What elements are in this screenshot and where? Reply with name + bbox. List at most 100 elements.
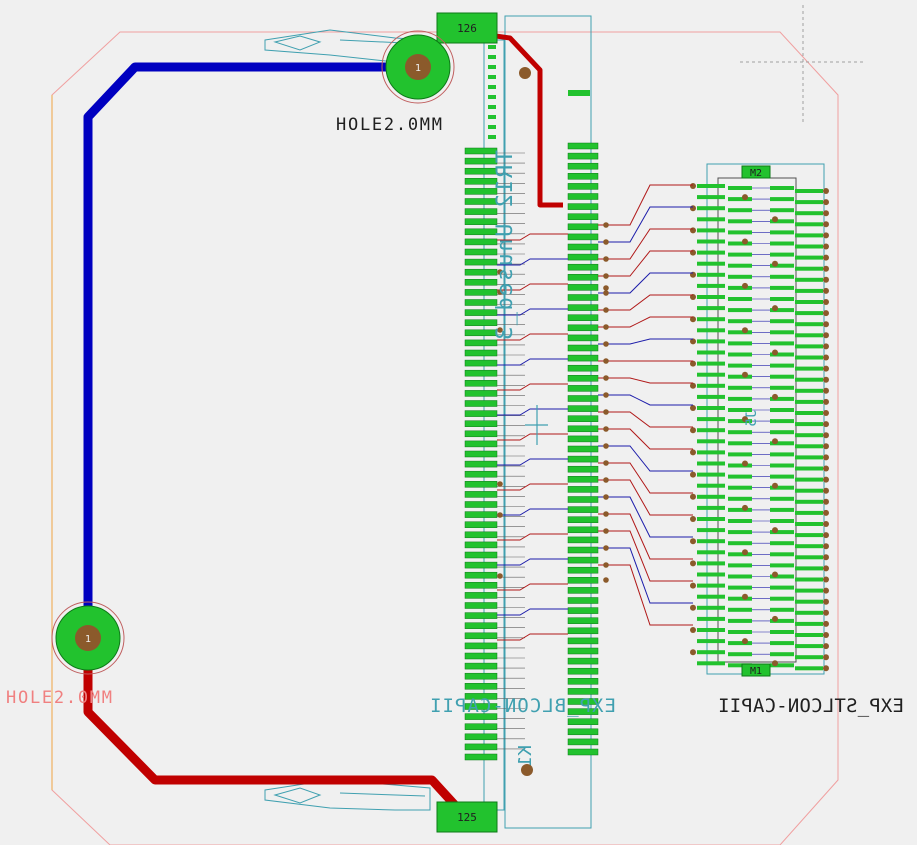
right-pad (795, 477, 823, 482)
right-pad-inner (770, 463, 794, 468)
via (823, 188, 829, 194)
left-pad (464, 450, 498, 458)
left-pad (464, 248, 498, 256)
right-pad-inner (770, 630, 794, 634)
right-pad-inner (728, 252, 752, 257)
via (823, 587, 829, 594)
left-pad (464, 339, 498, 347)
left-pad (464, 571, 498, 579)
internal-trace (497, 533, 568, 541)
via (603, 375, 609, 381)
right-pad (795, 599, 823, 604)
via (690, 582, 696, 589)
via (823, 410, 829, 416)
mounting-hole-top[interactable]: 1 (381, 30, 455, 104)
left-pad (567, 445, 599, 453)
via (823, 487, 829, 494)
via (603, 239, 609, 245)
via (772, 615, 778, 622)
pad-126-label: 126 (457, 22, 477, 35)
left-small-pad (488, 125, 496, 129)
right-pad-inner (770, 241, 794, 246)
right-pad-inner (728, 485, 752, 490)
via (742, 460, 748, 467)
via (823, 609, 829, 616)
right-pad-inner (728, 308, 752, 313)
left-pad (464, 642, 498, 650)
via (823, 665, 829, 672)
left-pad (567, 688, 599, 695)
via (823, 254, 829, 261)
right-pad-inner (770, 230, 794, 235)
right-connector-refdes: J5 (744, 410, 760, 427)
right-pad-inner (770, 396, 794, 401)
via (603, 443, 609, 449)
right-pad-inner (770, 285, 794, 290)
via (497, 327, 503, 333)
pad-125-label: 125 (457, 811, 477, 824)
internal-trace (497, 508, 568, 516)
right-pad (697, 605, 725, 610)
right-pad-inner (770, 274, 794, 279)
right-pad (697, 461, 725, 466)
left-pad (567, 243, 599, 251)
via (690, 316, 696, 323)
right-pad-inner (728, 408, 752, 412)
via (603, 409, 609, 415)
right-pad (795, 244, 823, 249)
internal-trace (497, 633, 568, 641)
via (742, 194, 748, 201)
pad-m1[interactable] (741, 663, 771, 677)
pad-125[interactable] (436, 801, 498, 833)
pad-126[interactable] (436, 12, 498, 44)
left-pad (464, 329, 498, 337)
via (823, 287, 829, 294)
via (690, 649, 696, 656)
right-pad-inner (728, 541, 752, 546)
right-pad-inner (728, 663, 752, 668)
via (823, 210, 829, 217)
mounting-hole-bottom[interactable]: 1 (51, 601, 125, 675)
via (823, 276, 829, 283)
left-connector-pad-column-b (567, 90, 599, 756)
internal-trace (497, 408, 568, 416)
right-pad-inner (728, 474, 752, 479)
via (603, 494, 609, 500)
internal-trace (497, 383, 568, 391)
net-note-label: TR12 Unused_3 (493, 150, 518, 340)
right-pad-inner (728, 563, 752, 568)
via (742, 638, 748, 645)
right-pad (795, 189, 823, 193)
via (772, 260, 778, 267)
right-pad-inner (770, 341, 794, 346)
via (772, 305, 778, 312)
fanout-trace (598, 564, 693, 626)
fanout-trace (598, 377, 693, 384)
right-pad (697, 550, 725, 555)
right-pad-inner (728, 241, 752, 246)
left-pad (464, 390, 498, 397)
right-pad-inner (728, 374, 752, 379)
fanout-trace (598, 496, 693, 538)
right-pad (795, 655, 823, 660)
left-pad (464, 279, 498, 286)
right-pad (697, 661, 725, 666)
via (823, 532, 829, 539)
right-pad-inner (728, 452, 752, 457)
left-pad (567, 667, 599, 675)
right-pad (795, 388, 823, 393)
fanout-trace (598, 530, 693, 582)
right-pad-inner (770, 496, 794, 501)
fanout-trace (598, 316, 693, 328)
left-pad (567, 465, 599, 473)
right-pad (697, 472, 725, 477)
left-pad (567, 324, 599, 332)
right-pad (697, 450, 725, 455)
pad-m2[interactable] (741, 165, 771, 179)
left-pad (567, 738, 599, 746)
left-pad (567, 395, 599, 402)
internal-trace (497, 458, 568, 466)
right-pad (795, 544, 823, 549)
right-pad-inner (728, 530, 752, 535)
